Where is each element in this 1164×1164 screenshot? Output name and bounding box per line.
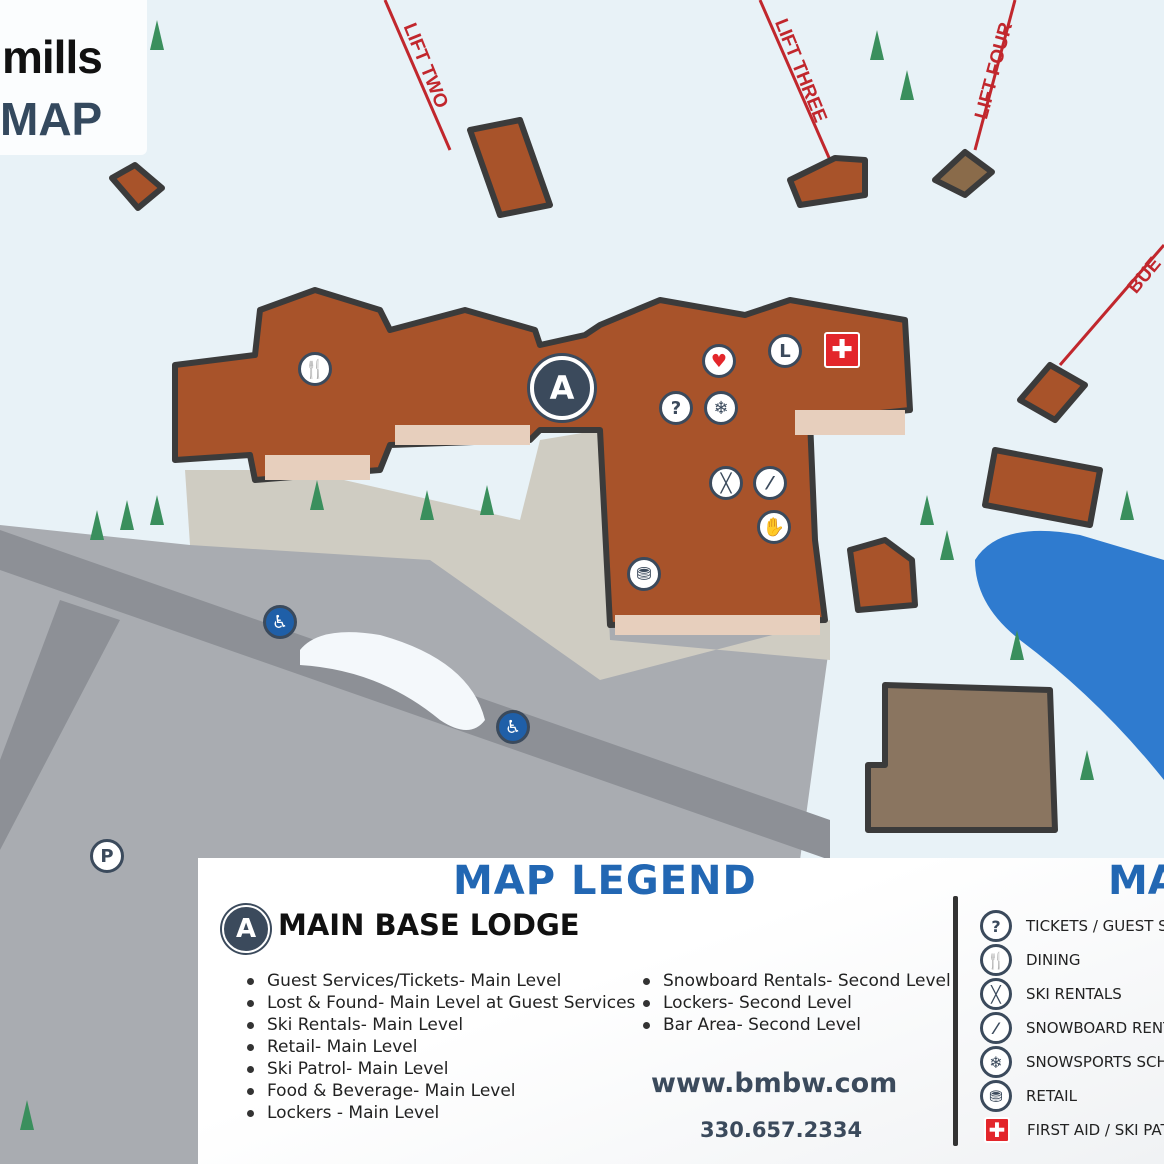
list-item: Bar Area- Second Level — [641, 1014, 951, 1036]
list-item: Snowboard Rentals- Second Level — [641, 970, 951, 992]
key-label: TICKETS / GUEST SE — [1026, 917, 1164, 935]
legend-title-right: MA — [1108, 858, 1164, 904]
building-small — [847, 537, 918, 613]
brand-logo: mills — [2, 31, 103, 83]
pond — [975, 530, 1164, 780]
parking-lot — [0, 520, 830, 1164]
key-label: SKI RENTALS — [1026, 985, 1122, 1003]
snow-island — [300, 632, 485, 730]
key-tickets: ? TICKETS / GUEST SE — [980, 909, 1164, 943]
list-item: Ski Rentals- Main Level — [245, 1014, 635, 1036]
list-item: Lost & Found- Main Level at Guest Servic… — [245, 992, 635, 1014]
logo-panel: mills MAP — [0, 0, 147, 155]
handicap-icon[interactable]: ♿ — [496, 710, 530, 744]
key-dining: 🍴 DINING — [980, 943, 1080, 977]
ski-rentals-icon[interactable]: ╳ — [709, 466, 743, 500]
lodge-list-left: Guest Services/Tickets- Main Level Lost … — [245, 970, 635, 1124]
aed-icon[interactable]: ♥ — [702, 344, 736, 378]
lodge-title: MAIN BASE LODGE — [278, 908, 580, 942]
list-item: Ski Patrol- Main Level — [245, 1058, 635, 1080]
building-ne — [1017, 362, 1088, 423]
list-item: Lockers- Second Level — [641, 992, 951, 1014]
lockers-marker[interactable]: L — [768, 334, 802, 368]
snowboard-icon[interactable]: ⁄ — [753, 466, 787, 500]
key-ski-rentals: ╳ SKI RENTALS — [980, 977, 1122, 1011]
legend-title: MAP LEGEND — [453, 858, 757, 904]
plaza — [185, 430, 830, 680]
first-aid-icon[interactable]: ✚ — [824, 332, 860, 368]
building-nw — [109, 162, 165, 211]
key-label: DINING — [1026, 951, 1081, 969]
handicap-icon[interactable]: ♿ — [263, 605, 297, 639]
key-label: RETAIL — [1026, 1087, 1077, 1105]
fork-knife-icon: 🍴 — [980, 944, 1012, 976]
phone-number: 330.657.2334 — [700, 1118, 863, 1142]
retail-icon[interactable]: ⛃ — [627, 557, 661, 591]
dining-icon[interactable]: 🍴 — [298, 352, 332, 386]
building-large-gray — [865, 682, 1058, 833]
key-retail: ⛃ RETAIL — [980, 1079, 1077, 1113]
skis-icon: ╳ — [980, 978, 1012, 1010]
website-link[interactable]: www.bmbw.com — [651, 1068, 898, 1099]
main-lodge-marker[interactable]: A — [530, 356, 594, 420]
lodge-list-right: Snowboard Rentals- Second Level Lockers-… — [641, 970, 951, 1036]
list-item: Retail- Main Level — [245, 1036, 635, 1058]
key-snowboard: ⁄ SNOWBOARD RENT — [980, 1011, 1164, 1045]
map-title: MAP — [0, 93, 103, 145]
snowboard-icon: ⁄ — [980, 1012, 1012, 1044]
first-aid-cross-icon: ✚ — [984, 1117, 1010, 1143]
snowflake-icon: ❄ — [980, 1046, 1012, 1078]
lift-two-hut — [467, 117, 553, 218]
building-east — [982, 447, 1103, 528]
map-legend: MAP LEGEND MA A MAIN BASE LODGE Guest Se… — [198, 858, 1164, 1164]
snowsports-icon[interactable]: ❄ — [704, 391, 738, 425]
shopping-bag-icon: ⛃ — [980, 1080, 1012, 1112]
key-label: SNOWBOARD RENT — [1026, 1019, 1164, 1037]
lodge-badge: A — [222, 905, 270, 953]
list-item: Lockers - Main Level — [245, 1102, 635, 1124]
list-item: Guest Services/Tickets- Main Level — [245, 970, 635, 992]
key-label: FIRST AID / SKI PATI — [1027, 1121, 1164, 1139]
legend-divider — [953, 896, 958, 1146]
parking-marker[interactable]: P — [90, 839, 124, 873]
key-label: SNOWSPORTS SCH — [1026, 1053, 1164, 1071]
lift-four-hut — [932, 149, 995, 198]
ski-patrol-icon[interactable]: ✋ — [757, 510, 791, 544]
list-item: Food & Beverage- Main Level — [245, 1080, 635, 1102]
key-first-aid: ✚ FIRST AID / SKI PATI — [980, 1113, 1164, 1147]
question-icon: ? — [980, 910, 1012, 942]
tickets-icon[interactable]: ? — [659, 391, 693, 425]
lift-three-hut — [787, 155, 868, 208]
key-snowsports: ❄ SNOWSPORTS SCH — [980, 1045, 1164, 1079]
trees — [20, 20, 1134, 1130]
